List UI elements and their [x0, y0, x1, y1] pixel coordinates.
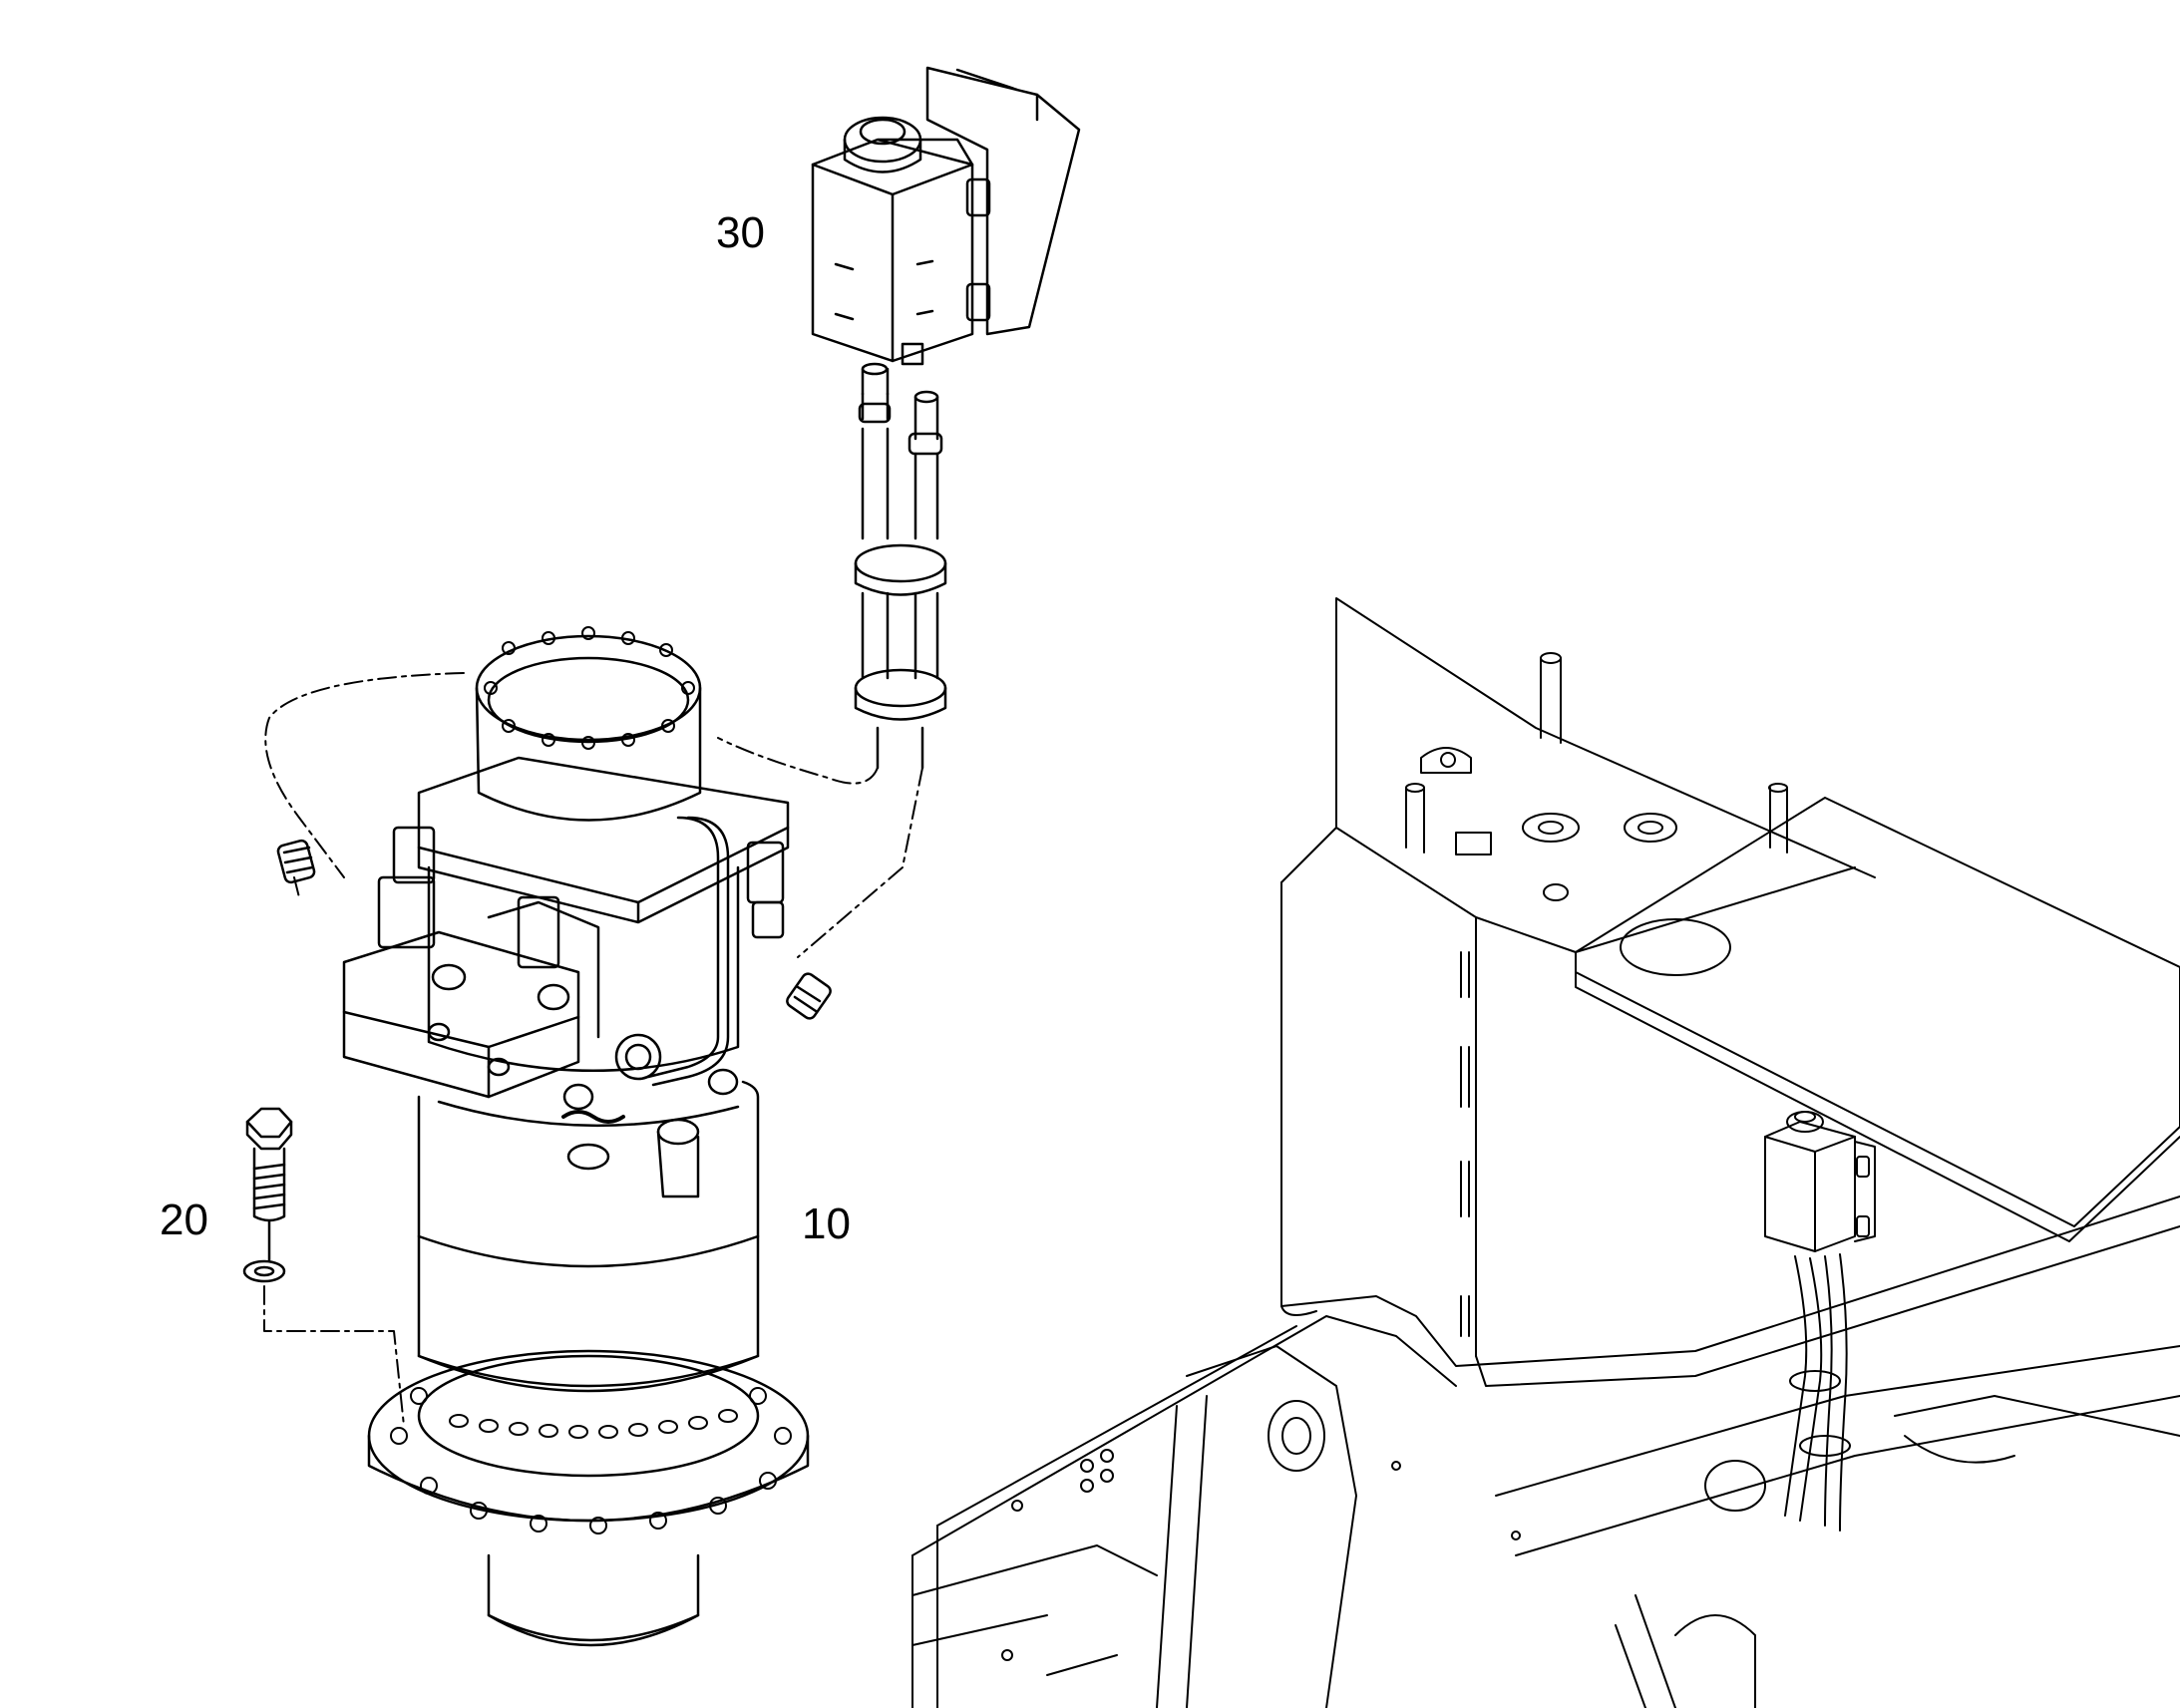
reservoir-tank-part-30	[811, 66, 1081, 366]
plug-fittings	[276, 839, 832, 1020]
callout-item-30: 30	[716, 208, 765, 257]
machine-frame	[911, 597, 2180, 1708]
flange-bolt-holes	[390, 1387, 792, 1535]
bolt-ring	[449, 1409, 738, 1439]
bolt-and-washer-part-20	[242, 1107, 293, 1283]
drive-motor-part-10	[342, 626, 810, 1647]
callout-item-10: 10	[802, 1199, 851, 1248]
hose-assembly	[854, 362, 947, 770]
assembly-leader-lines	[263, 672, 923, 1427]
cover-bolts	[484, 626, 695, 750]
mounted-reservoir	[1764, 1111, 1876, 1532]
callout-item-20: 20	[160, 1196, 208, 1244]
